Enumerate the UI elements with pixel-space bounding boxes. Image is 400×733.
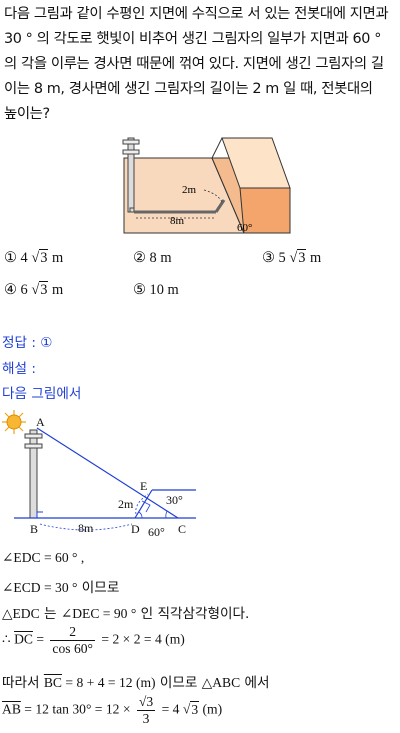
choice-5[interactable]: ⑤ 10 m: [133, 282, 179, 298]
problem-figure: 2m 8m 60°: [122, 137, 291, 234]
label-30: 30°: [166, 493, 183, 507]
question-line: 이는 8 m, 경사면에 생긴 그림자의 길이는 2 m 일 때, 전봇대의: [4, 81, 373, 97]
sun-icon: [2, 410, 26, 434]
explanation-label: 해설 :: [2, 361, 36, 377]
explanation-intro: 다음 그림에서: [2, 386, 82, 402]
point-c: C: [178, 522, 186, 536]
fig-label-2m: 2m: [182, 184, 197, 196]
choice-2[interactable]: ② 8 m: [133, 250, 172, 266]
solution-line-3: △EDC 는 ∠DEC = 90 ° 인 직각삼각형이다.: [2, 606, 250, 622]
question-text: 다음 그림과 같이 수평인 지면에 수직으로 서 있는 전봇대에 지면과 30 …: [4, 2, 396, 127]
solution-line-5: 따라서 BC = 8 + 4 = 12 (m) 이므로 △ABC 에서: [2, 675, 270, 691]
label-bd: 8m: [78, 521, 94, 535]
fig-label-60: 60°: [237, 222, 252, 234]
label-ed: 2m: [118, 497, 134, 511]
question-line: 30 ° 의 각도로 햇빛이 비추어 생긴 그림자의 일부가 지면과 60 °: [4, 31, 382, 47]
choice-3[interactable]: ③ 5 √3 m: [262, 249, 322, 266]
solution-figure: A B C D E 2m 8m 30° 60°: [2, 410, 196, 538]
answer-label: 정답 : ①: [2, 335, 53, 351]
point-a: A: [36, 415, 45, 429]
fig-label-8m: 8m: [170, 215, 185, 227]
point-d: D: [131, 522, 140, 536]
point-b: B: [30, 522, 38, 536]
choice-4[interactable]: ④ 6 √3 m: [4, 281, 64, 298]
label-60: 60°: [148, 525, 165, 538]
choice-1[interactable]: ① 4 √3 m: [4, 249, 64, 266]
point-e: E: [140, 479, 147, 493]
solution-line-1: ∠EDC = 60 ° ,: [2, 550, 85, 565]
answer-choices: ① 4 √3 m ② 8 m ③ 5 √3 m ④ 6 √3 m ⑤ 10 m: [4, 249, 396, 314]
solution-line-2: ∠ECD = 30 ° 이므로: [2, 580, 120, 596]
question-line: 의 각을 이루는 경사면 때문에 꺾여 있다. 지면에 생긴 그림자의 길: [4, 56, 384, 72]
question-line: 높이는?: [4, 106, 50, 122]
question-line: 다음 그림과 같이 수평인 지면에 수직으로 서 있는 전봇대에 지면과: [4, 6, 389, 22]
